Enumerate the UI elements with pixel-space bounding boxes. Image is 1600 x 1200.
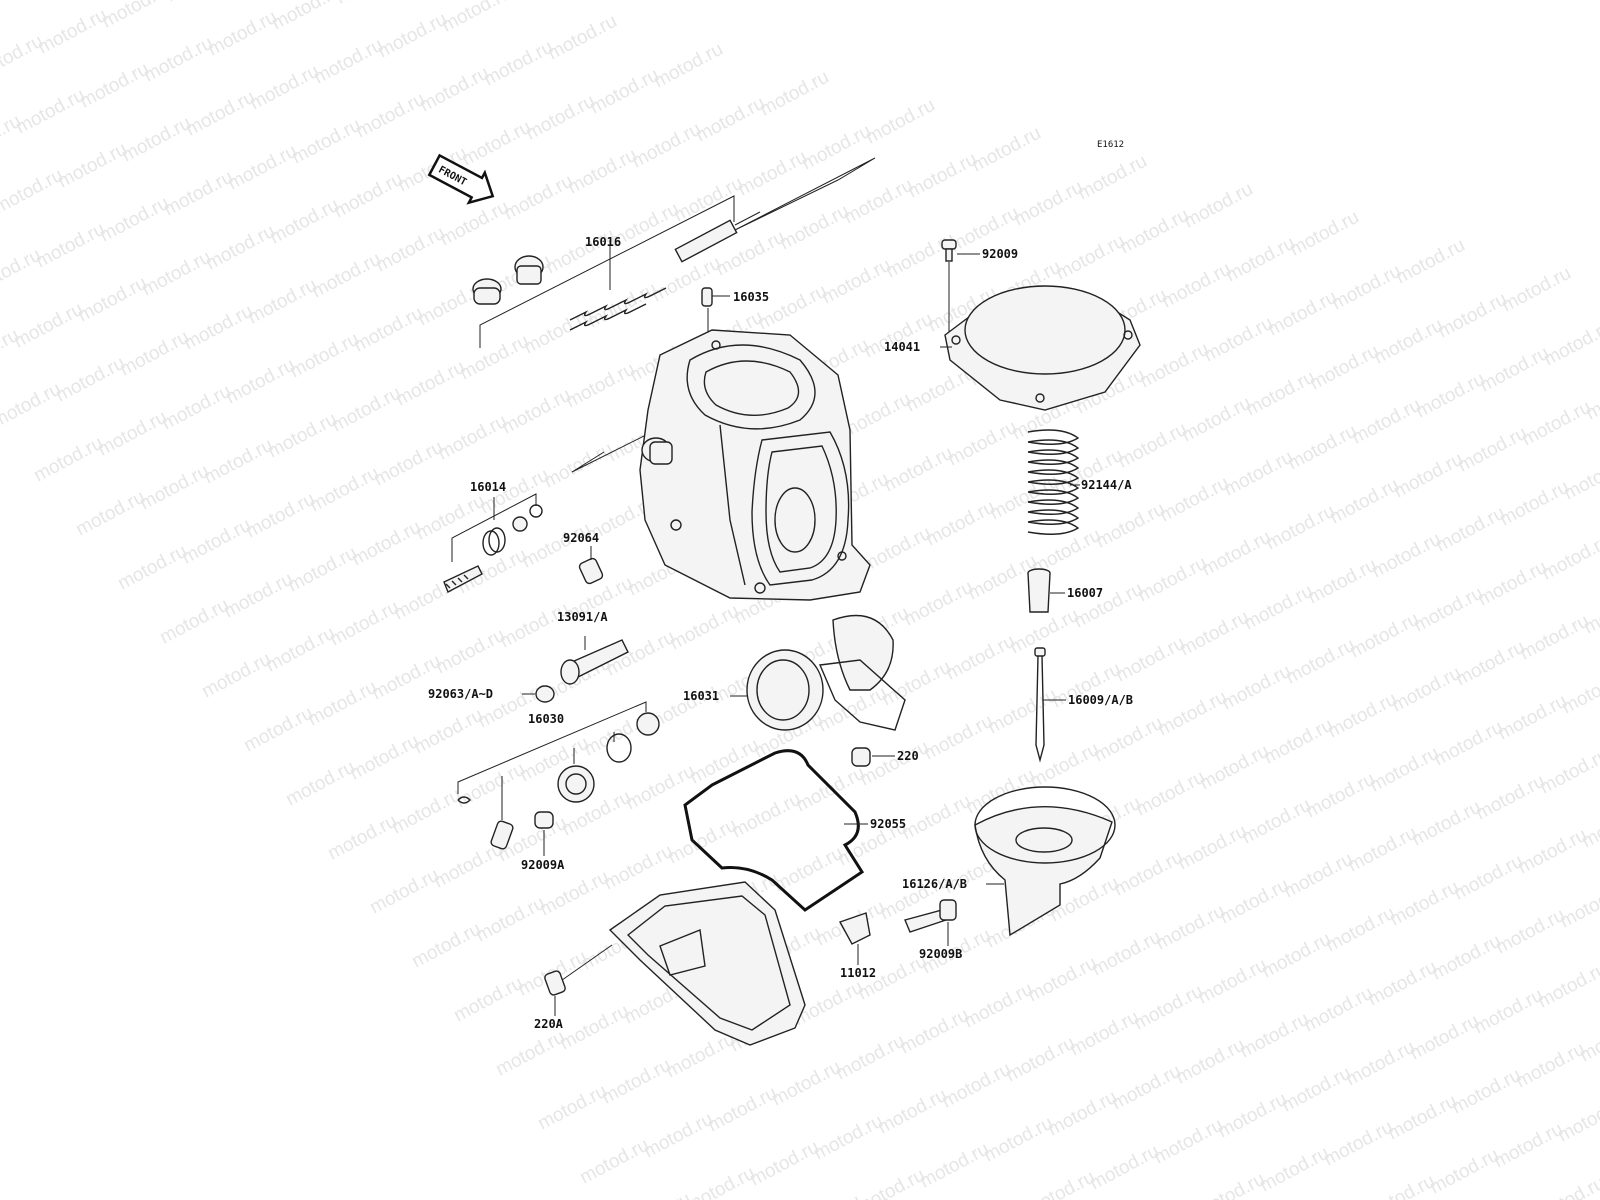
part-labels: 16016 16035 92009 14041 16014 92064 9214… [428, 235, 1133, 1031]
vacuum-piston-16126 [974, 786, 1116, 937]
needle-holder-16007 [1027, 568, 1065, 613]
part-label-92063a-d: 92063/A~D [428, 687, 493, 701]
part-label-92009b: 92009B [919, 947, 962, 961]
projection-line [734, 157, 876, 231]
part-label-92009: 92009 [982, 247, 1018, 261]
spring-92144a [1027, 429, 1080, 535]
float-valve-16030 [457, 701, 660, 850]
main-jet-92063 [522, 685, 555, 703]
part-label-92144a: 92144/A [1081, 478, 1132, 492]
screw-92009a [534, 811, 554, 856]
gasket-92055 [683, 749, 868, 912]
part-label-16016: 16016 [585, 235, 621, 249]
part-label-16007: 16007 [1067, 586, 1103, 600]
part-label-16031: 16031 [683, 689, 719, 703]
mixture-screw-16014 [443, 493, 543, 593]
screw-92009b [904, 899, 957, 946]
fitting-92064 [578, 546, 604, 585]
jet-needle-16009 [1034, 647, 1066, 763]
carburetor-body [639, 329, 871, 601]
float-bowl [554, 881, 806, 1046]
starter-plunger-group [472, 195, 761, 348]
front-arrow-icon: FRONT [427, 153, 495, 205]
part-label-16030: 16030 [528, 712, 564, 726]
part-label-220a: 220A [534, 1017, 564, 1031]
part-label-13091a: 13091/A [557, 610, 608, 624]
pilot-jet-16035 [701, 287, 730, 340]
part-label-11012: 11012 [840, 966, 876, 980]
screw-220 [851, 747, 895, 767]
part-label-16009ab: 16009/A/B [1068, 693, 1133, 707]
screw-92009 [941, 239, 980, 338]
part-label-92055: 92055 [870, 817, 906, 831]
part-label-92064: 92064 [563, 531, 599, 545]
top-cover-14041 [940, 285, 1141, 411]
part-label-16014: 16014 [470, 480, 506, 494]
projection-line [571, 427, 661, 473]
part-label-220: 220 [897, 749, 919, 763]
diagram-code: E1612 [1097, 140, 1124, 150]
part-label-92009a: 92009A [521, 858, 565, 872]
part-label-16126ab: 16126/A/B [902, 877, 967, 891]
part-label-14041: 14041 [884, 340, 920, 354]
part-label-16035: 16035 [733, 290, 769, 304]
plug-11012 [838, 912, 871, 965]
screw-220a [544, 970, 566, 1016]
float-16031 [730, 614, 906, 731]
needle-jet-13091a [560, 636, 629, 685]
